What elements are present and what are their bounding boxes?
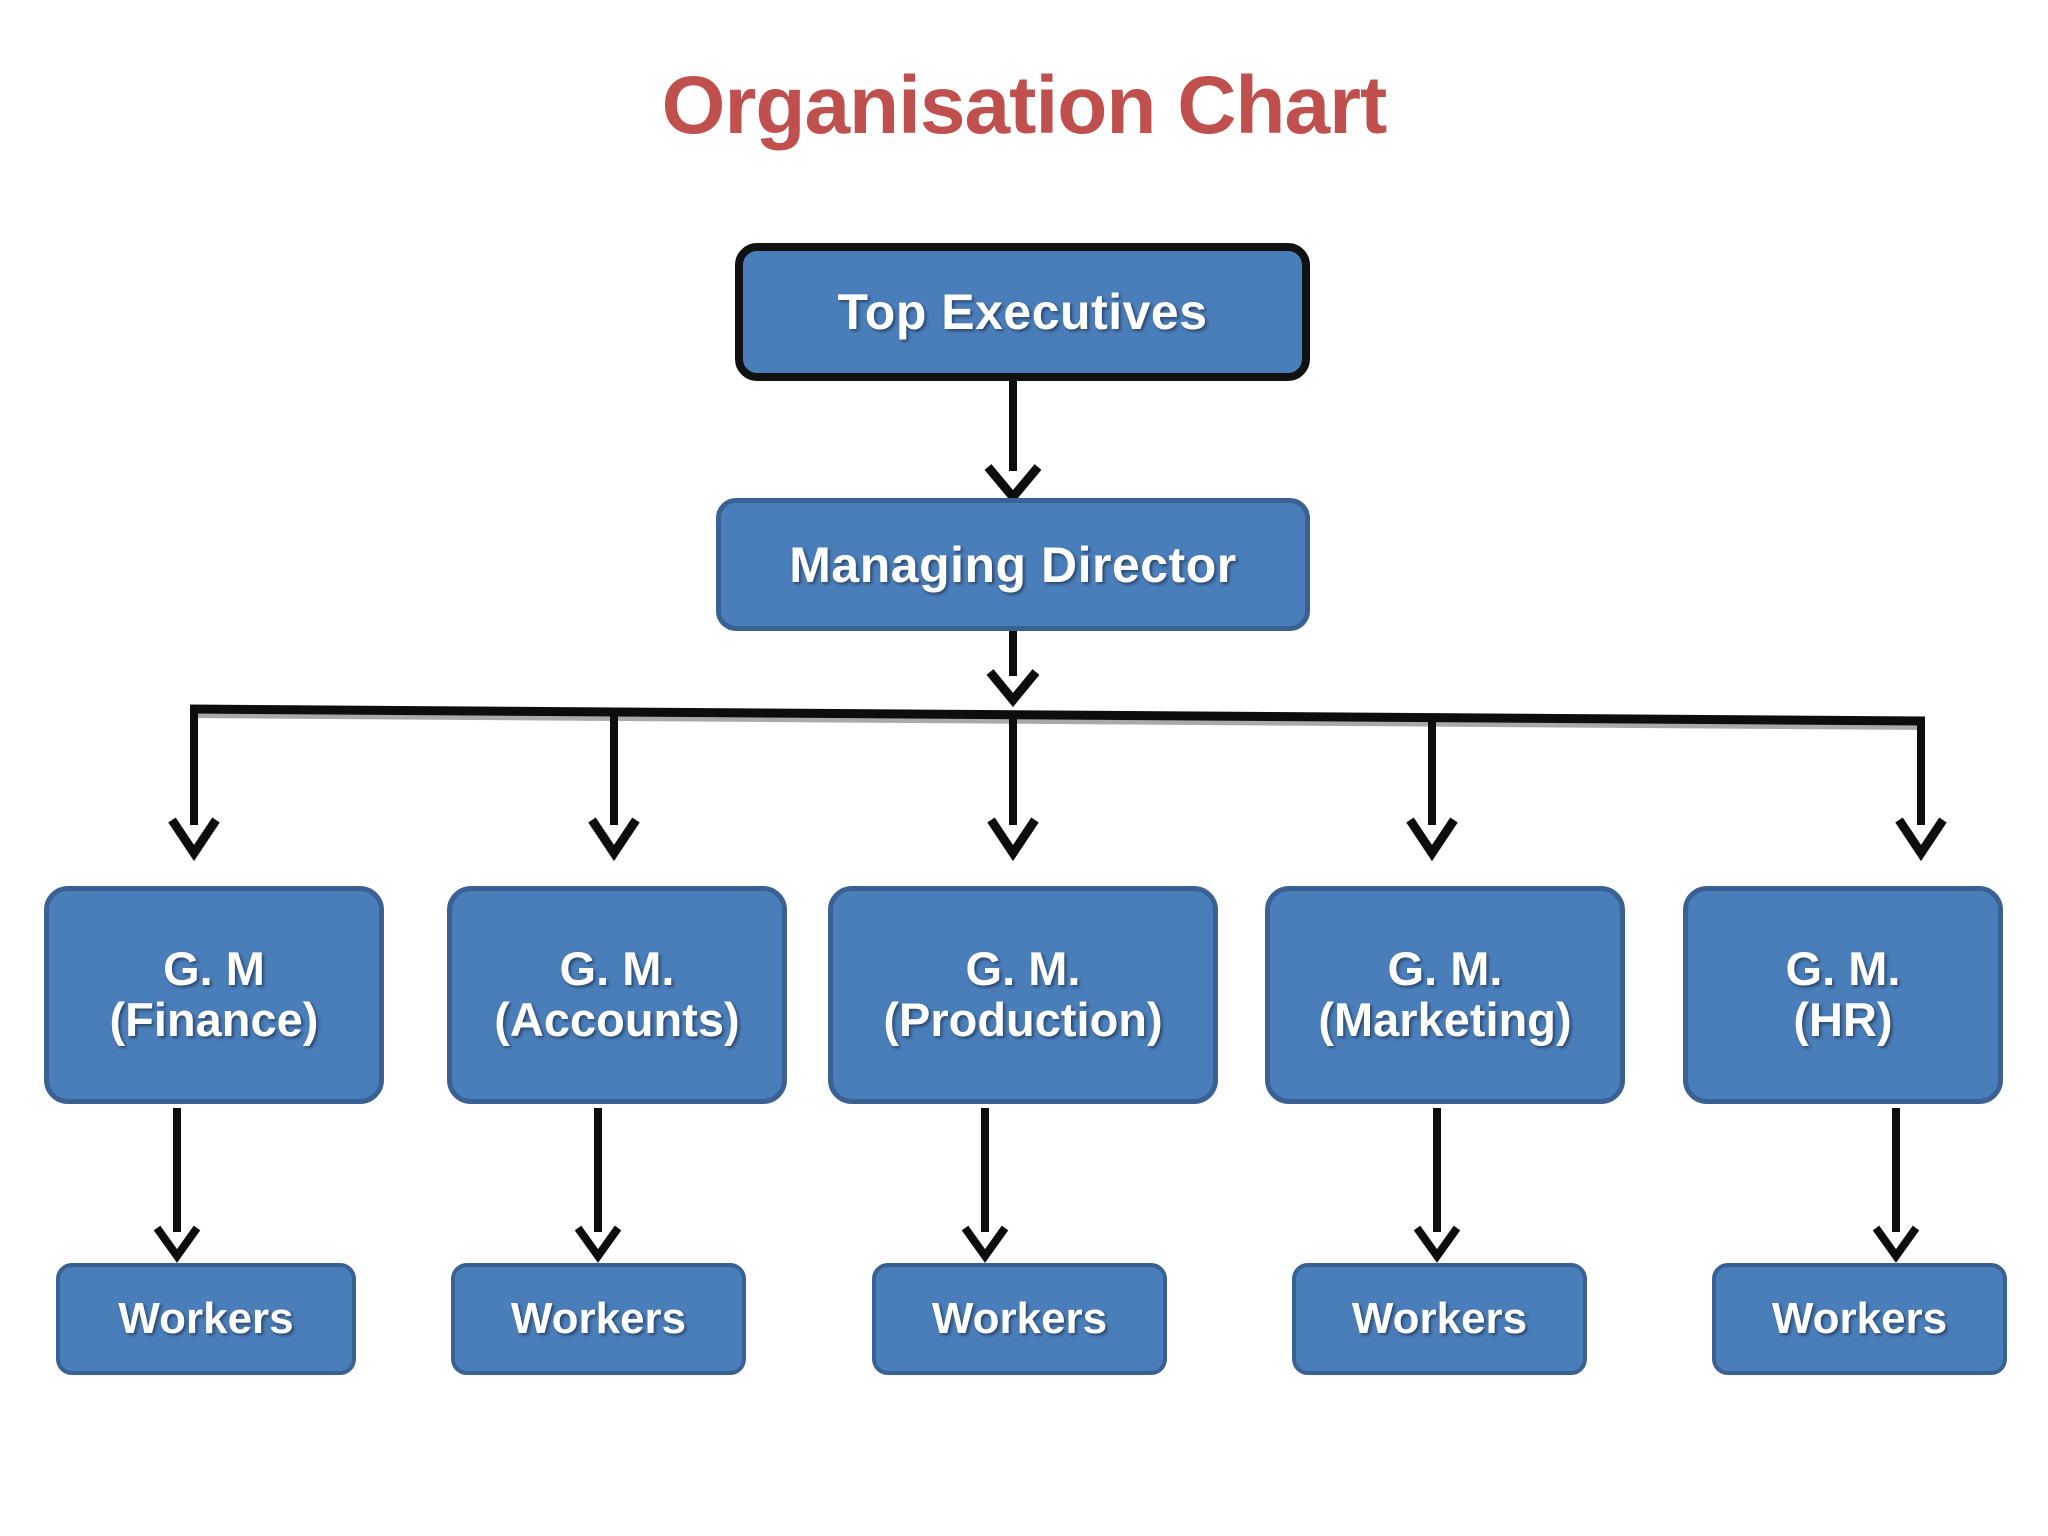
node-workers-marketing[interactable]: Workers xyxy=(1292,1263,1587,1375)
distribution-bar xyxy=(189,704,1926,730)
node-managing-director[interactable]: Managing Director xyxy=(716,498,1310,631)
node-gm-production[interactable]: G. M. (Production) xyxy=(828,886,1218,1104)
edge-bar-to-gm-production xyxy=(987,717,1039,862)
node-gm-hr[interactable]: G. M. (HR) xyxy=(1683,886,2003,1104)
edge-gm-production-to-workers xyxy=(961,1108,1009,1263)
page-title: Organisation Chart xyxy=(661,60,1388,151)
edge-gm-marketing-to-workers xyxy=(1413,1108,1461,1263)
node-workers-hr[interactable]: Workers xyxy=(1712,1263,2007,1375)
edge-bar-to-gm-hr xyxy=(1895,721,1947,862)
node-top-executives[interactable]: Top Executives xyxy=(735,243,1310,381)
edge-managing-director-to-distribution-bar xyxy=(986,631,1040,708)
node-gm-accounts[interactable]: G. M. (Accounts) xyxy=(447,886,787,1104)
node-workers-production[interactable]: Workers xyxy=(872,1263,1167,1375)
node-workers-finance[interactable]: Workers xyxy=(56,1263,356,1375)
edge-top-executives-to-managing-director xyxy=(984,381,1042,505)
edge-bar-to-gm-marketing xyxy=(1406,719,1458,862)
node-gm-marketing[interactable]: G. M. (Marketing) xyxy=(1265,886,1625,1104)
node-workers-accounts[interactable]: Workers xyxy=(451,1263,746,1375)
node-gm-finance[interactable]: G. M (Finance) xyxy=(44,886,384,1104)
edge-bar-to-gm-finance xyxy=(168,711,220,862)
edge-gm-accounts-to-workers xyxy=(574,1108,622,1263)
edge-bar-to-gm-accounts xyxy=(588,714,640,862)
edge-gm-finance-to-workers xyxy=(153,1108,201,1263)
edge-gm-hr-to-workers xyxy=(1872,1108,1920,1263)
